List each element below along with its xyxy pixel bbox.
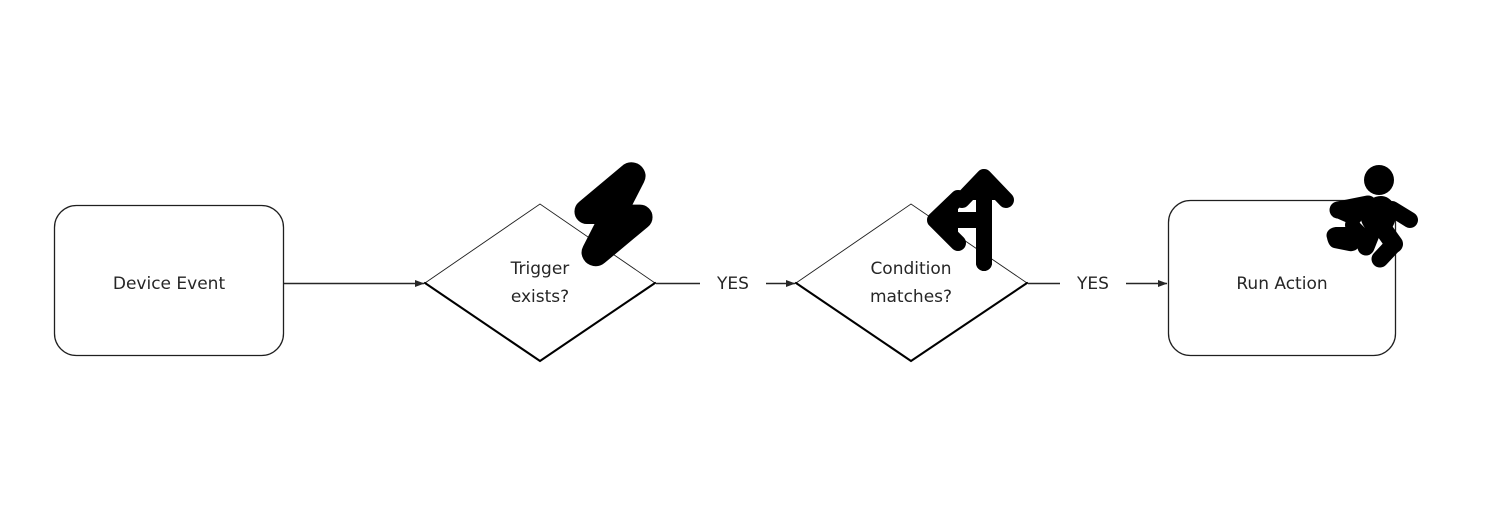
condition-matches-label-line2: matches? <box>870 287 952 307</box>
node-condition-matches[interactable]: Condition matches? <box>794 203 1029 363</box>
trigger-exists-shape-emphasis <box>423 281 657 363</box>
run-action-label: Run Action <box>1236 274 1327 294</box>
edge-trigger-to-condition: YES <box>656 274 796 294</box>
node-run-action[interactable]: Run Action <box>1167 199 1397 357</box>
edge-label-yes-2: YES <box>1076 274 1109 294</box>
node-trigger-exists[interactable]: Trigger exists? <box>423 203 657 363</box>
trigger-exists-label-line1: Trigger <box>510 259 570 279</box>
running-person-icon <box>1326 165 1418 268</box>
trigger-exists-label-line2: exists? <box>511 287 569 307</box>
condition-matches-label-line1: Condition <box>870 259 951 279</box>
device-event-label: Device Event <box>113 274 226 294</box>
lightning-bolt-icon <box>574 162 653 267</box>
running-person-head <box>1364 165 1394 195</box>
device-event-shape[interactable] <box>53 204 285 357</box>
condition-matches-shape-emphasis <box>794 281 1029 363</box>
node-device-event[interactable]: Device Event <box>53 204 285 357</box>
edge-label-yes-1: YES <box>716 274 749 294</box>
condition-matches-shape[interactable] <box>795 203 1028 362</box>
edge-condition-to-action: YES <box>1028 274 1168 294</box>
branch-arrow-icon <box>927 169 1014 271</box>
